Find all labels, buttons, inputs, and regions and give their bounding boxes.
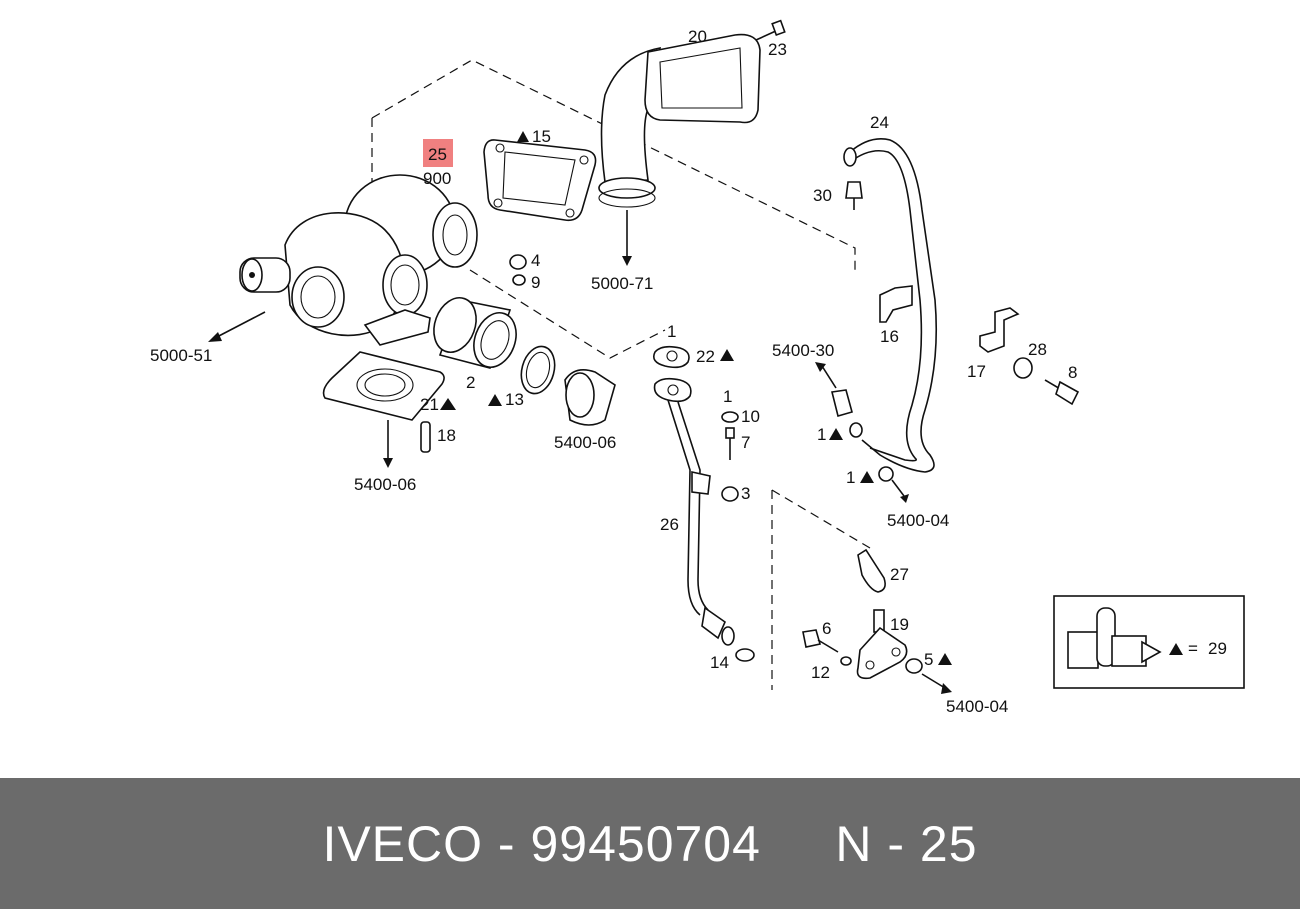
gasket-15 <box>483 139 597 222</box>
callout-27: 27 <box>890 565 909 584</box>
callout-18: 18 <box>437 426 456 445</box>
callout-5000-51: 5000-51 <box>150 346 212 365</box>
callout-900: 900 <box>423 169 451 188</box>
callout-9: 9 <box>531 273 540 292</box>
bolt-23 <box>755 19 786 41</box>
callout-4: 4 <box>531 251 540 270</box>
banjo-fitting <box>815 362 909 503</box>
washer-9 <box>512 274 526 286</box>
highlight-box <box>423 139 453 167</box>
callout-8: 8 <box>1068 363 1077 382</box>
fitting-19 <box>856 609 952 694</box>
turbocharger <box>239 174 478 346</box>
callout-1-top: 1 <box>667 322 676 341</box>
callout-17: 17 <box>967 362 986 381</box>
footer-text: IVECO - 99450704 N - 25 <box>322 815 978 872</box>
callout-25: 25 <box>428 145 447 164</box>
callout-20: 20 <box>688 27 707 46</box>
bolt-7 <box>725 427 735 460</box>
elbow-pipe-20 <box>598 33 761 266</box>
oil-pipe-24 <box>843 138 938 473</box>
pipe-27 <box>857 548 886 593</box>
oring-13 <box>520 345 556 395</box>
callout-1-a: 1 <box>817 425 826 444</box>
adapter-5400-06 <box>564 369 616 426</box>
part-number-footer: IVECO - 99450704 N - 25 <box>0 778 1300 909</box>
callout-13: 13 <box>505 390 524 409</box>
exploded-parts-diagram: 25 900 20 23 15 24 30 4 9 5000-71 5000-5… <box>150 19 1245 716</box>
arrow-5000-51 <box>208 311 266 342</box>
callout-5400-30: 5400-30 <box>772 341 834 360</box>
callout-5400-04-top: 5400-04 <box>887 511 949 530</box>
bolt-8 <box>1044 379 1080 406</box>
callout-10: 10 <box>741 407 760 426</box>
callout-30: 30 <box>813 186 832 205</box>
callout-23: 23 <box>768 40 787 59</box>
callout-22: 22 <box>696 347 715 366</box>
callout-5400-06-left: 5400-06 <box>354 475 416 494</box>
sleeve-2 <box>433 297 517 369</box>
callout-12: 12 <box>811 663 830 682</box>
kit-equals-sign: = <box>1188 639 1198 658</box>
callout-1-b: 1 <box>846 468 855 487</box>
callout-7: 7 <box>741 433 750 452</box>
callout-labels: 20 23 15 24 30 4 9 5000-71 5000-51 16 1 … <box>150 27 1227 716</box>
callout-15: 15 <box>532 127 551 146</box>
callout-3: 3 <box>741 484 750 503</box>
callout-5: 5 <box>924 650 933 669</box>
washer-28 <box>1013 357 1033 379</box>
oil-feed-pipe-26 <box>652 345 755 662</box>
callout-1-mid: 1 <box>723 387 732 406</box>
stud-18 <box>420 421 431 453</box>
bracket-17 <box>979 307 1020 353</box>
callout-5000-71: 5000-71 <box>591 274 653 293</box>
callout-28: 28 <box>1028 340 1047 359</box>
bracket-16 <box>879 285 913 323</box>
callout-26: 26 <box>660 515 679 534</box>
callout-29: 29 <box>1208 639 1227 658</box>
bolt-6 <box>802 629 839 653</box>
callout-6: 6 <box>822 619 831 638</box>
callout-5400-06-right: 5400-06 <box>554 433 616 452</box>
callout-14: 14 <box>710 653 729 672</box>
nut-3 <box>721 486 739 502</box>
washer-10 <box>721 411 739 423</box>
callout-21: 21 <box>420 395 439 414</box>
kit-box <box>1053 595 1245 689</box>
callout-16: 16 <box>880 327 899 346</box>
washer-12 <box>840 656 852 666</box>
warning-triangles <box>440 131 1183 665</box>
callout-19: 19 <box>890 615 909 634</box>
flange-gasket-21 <box>322 351 445 468</box>
callout-5400-04-bottom: 5400-04 <box>946 697 1008 716</box>
nut-4 <box>509 254 527 270</box>
callout-2: 2 <box>466 373 475 392</box>
callout-24: 24 <box>870 113 889 132</box>
